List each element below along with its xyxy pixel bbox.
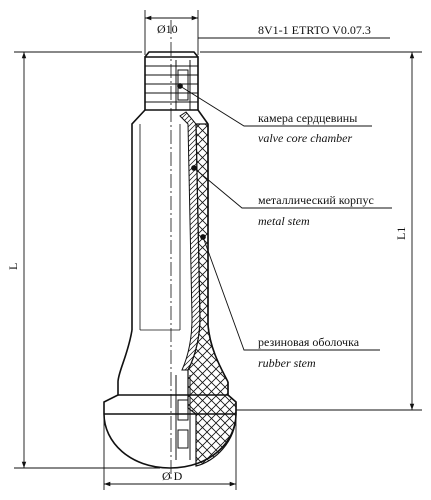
callout-core-ru: камера сердцевины: [258, 111, 357, 125]
callout-core-en: valve core chamber: [258, 131, 353, 145]
dim-base-diameter: Ø D: [162, 469, 183, 483]
callout-metal-ru: металлический корпус: [258, 193, 374, 207]
metal-stem-section: [179, 111, 201, 371]
callout-rubber-en: rubber stem: [258, 356, 316, 370]
callout-metal-en: metal stem: [258, 214, 310, 228]
dim-top-diameter: Ø10: [157, 22, 178, 36]
thread-marks: [145, 65, 198, 103]
dim-total-length: L: [6, 263, 20, 270]
core-chamber: [139, 60, 191, 460]
dimension-lines: [14, 10, 422, 490]
callout-rubber-ru: резиновая оболочка: [258, 335, 360, 349]
dim-length-l1: L1: [394, 227, 408, 240]
spec-label: 8V1-1 ETRTO V0.07.3: [258, 23, 371, 37]
callout-leaders: [177, 83, 392, 351]
